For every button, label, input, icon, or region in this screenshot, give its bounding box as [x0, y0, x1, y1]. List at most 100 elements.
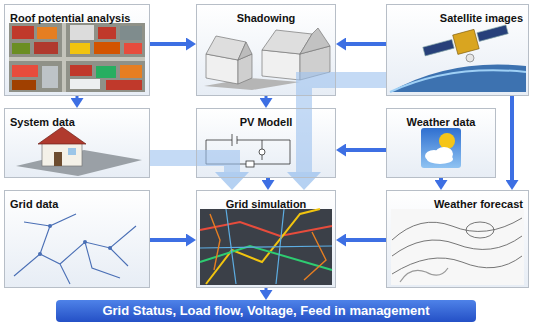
pv-circuit-picture [246, 161, 254, 167]
roof-aerial-picture [94, 42, 120, 54]
satellite-picture [390, 70, 526, 92]
roof-aerial-picture [12, 26, 34, 39]
grid-simulation-map [200, 209, 332, 284]
output-band: Grid Status, Load flow, Voltage, Feed in… [56, 300, 476, 322]
satellite-picture [466, 54, 474, 62]
weather-map-picture [466, 222, 494, 238]
flow-arrow [150, 42, 186, 46]
roof-aerial-picture [70, 65, 92, 76]
roof-aerial-picture [62, 23, 66, 92]
grid-network-picture [83, 240, 87, 244]
flow-arrow [346, 42, 386, 46]
panel-box: Shadowing [196, 4, 336, 96]
flow-arrow [346, 238, 386, 242]
grid-network-picture [48, 224, 52, 228]
flow-arrow [510, 96, 514, 180]
flow-arrow [150, 238, 186, 242]
satellite-picture [390, 64, 526, 92]
satellite-picture [477, 25, 508, 41]
flow-arrow [76, 96, 79, 98]
roof-aerial-picture [9, 23, 145, 92]
grid-simulation-map [200, 209, 332, 285]
panel-title: PV Modell [240, 116, 293, 129]
panel-box: PV Modell [196, 108, 336, 178]
flow-arrow [439, 178, 443, 180]
roof-aerial-picture [70, 43, 90, 54]
panel-title: Weather forecast [434, 198, 523, 211]
box-ground [386, 108, 496, 178]
roof-aerial-picture [96, 66, 116, 78]
roof-aerial-picture [9, 23, 145, 92]
shadow-model-picture [262, 50, 300, 80]
roof-aerial-picture [70, 25, 94, 40]
weather-map-picture [392, 218, 522, 240]
box-ground [386, 4, 529, 96]
panel-title: Shadowing [237, 12, 296, 25]
grid-network-picture [14, 214, 136, 284]
panel-title: Grid simulation [226, 198, 307, 211]
panel-title: Satellite images [440, 12, 523, 25]
weather-map-picture [391, 209, 524, 285]
box-ground [196, 108, 336, 178]
flow-arrow [265, 96, 268, 98]
grid-simulation-map [200, 209, 332, 285]
data-flow-arrow [304, 80, 386, 172]
grid-network-picture [108, 246, 112, 250]
grid-simulation-map [200, 246, 332, 270]
panel-title: System data [10, 116, 75, 129]
shadow-model-picture [300, 28, 330, 54]
house-picture [38, 127, 86, 144]
roof-aerial-picture [12, 43, 30, 54]
box-ground [4, 108, 150, 178]
grid-network-picture [14, 214, 136, 284]
roof-aerial-picture [9, 57, 145, 61]
panel-box: Grid simulation [196, 190, 336, 288]
data-flow-arrow [150, 158, 232, 172]
satellite-picture [423, 39, 454, 55]
flow-arrow [346, 148, 386, 152]
shadow-model-picture [238, 42, 252, 60]
box-ground [4, 190, 150, 288]
output-label: Grid Status, Load flow, Voltage, Feed in… [102, 303, 429, 319]
roof-aerial-picture [106, 80, 142, 90]
weather-icon [421, 128, 461, 168]
roof-aerial-picture [12, 80, 36, 90]
roof-aerial-picture [70, 79, 100, 89]
roof-aerial-picture [120, 26, 142, 40]
pv-circuit-picture [259, 149, 265, 155]
roof-aerial-picture [120, 65, 142, 78]
box-ground [4, 4, 150, 96]
house-picture [42, 142, 82, 166]
grid-network-picture [38, 252, 42, 256]
roof-aerial-picture [98, 27, 116, 39]
panel-box: Weather forecast [386, 190, 529, 288]
house-picture [16, 127, 142, 176]
satellite-picture [453, 29, 479, 54]
weather-icon [421, 128, 461, 168]
satellite-picture [390, 25, 526, 92]
box-ground [196, 190, 336, 288]
weather-map-picture [391, 209, 524, 285]
house-picture [54, 152, 62, 166]
flow-arrow [265, 288, 268, 290]
house-picture [68, 148, 76, 155]
box-ground [386, 190, 529, 288]
roof-aerial-picture [37, 27, 57, 39]
panel-box: Grid data [4, 190, 150, 288]
roof-aerial-picture [124, 43, 142, 54]
weather-map-picture [400, 268, 448, 282]
weather-icon [439, 133, 455, 149]
panel-box: Roof potential analysis [4, 4, 150, 96]
panel-box: System data [4, 108, 150, 178]
box-ground [4, 4, 529, 288]
flow-arrow [266, 178, 270, 180]
weather-icon [427, 154, 453, 164]
panel-title: Weather data [407, 116, 476, 129]
roof-aerial-picture [12, 65, 38, 77]
panel-title: Roof potential analysis [10, 12, 130, 25]
grid-simulation-map [210, 214, 326, 280]
weather-map-picture [392, 236, 522, 256]
